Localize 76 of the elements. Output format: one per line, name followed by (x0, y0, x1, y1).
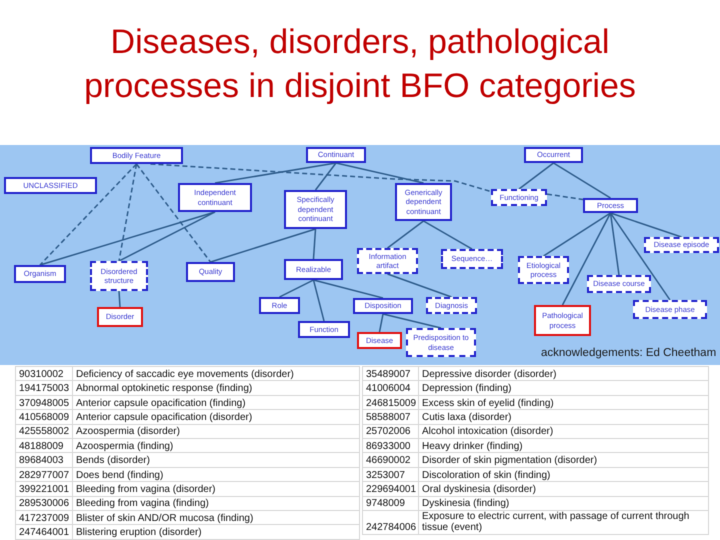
connector-line (313, 279, 384, 299)
table-cell: Cutis laxa (disorder) (418, 410, 708, 424)
connector-line (312, 280, 325, 322)
slide-title: Diseases, disorders, pathological processes in disjoint BFO categories (83, 22, 637, 107)
table-cell: Depression (finding) (418, 380, 708, 396)
connector-line (610, 212, 620, 276)
table-cell: 48188009 (16, 438, 72, 453)
connector-line (543, 212, 611, 257)
connector-line (387, 273, 452, 298)
table-cell: 58588007 (362, 410, 418, 424)
table-cell: Does bend (finding) (72, 467, 360, 482)
table-cell: 289530006 (16, 496, 72, 510)
dashed-connector-line (546, 193, 584, 200)
table-cell: Excess skin of eyelid (finding) (418, 395, 708, 410)
table-cell: Bleeding from vagina (disorder) (72, 482, 360, 496)
table-cell: Blistering eruption (disorder) (72, 524, 360, 540)
table-cell: 247464001 (16, 524, 72, 540)
table-cell: Blister of skin AND/OR mucosa (finding) (72, 510, 360, 525)
table-cell: 25702006 (362, 424, 418, 438)
table-cell: Deficiency of saccadic eye movements (disorder) (72, 366, 360, 381)
dashed-connector-line (136, 164, 212, 262)
table-cell: Exposure to electric current, with passage of current through tissue (event) (418, 510, 708, 534)
connector-line (118, 211, 216, 262)
connector-line (312, 228, 316, 260)
connector-line (214, 162, 336, 184)
table-cell: 417237009 (16, 510, 72, 525)
table-cell: Heavy drinker (finding) (418, 438, 708, 453)
connector-line (610, 212, 671, 300)
dashed-connector-line (150, 163, 492, 192)
table-cell: Bleeding from vagina (finding) (72, 496, 360, 510)
table-cell: Anterior capsule opacification (finding) (72, 395, 360, 410)
connector-line (378, 314, 384, 332)
table-cell: 9748009 (362, 496, 418, 510)
connector-line (518, 162, 554, 190)
table-cell: 242784006 (362, 510, 418, 534)
table-cell: 370948005 (16, 395, 72, 410)
table-cell: 41006004 (362, 380, 418, 396)
table-cell: Abnormal optokinetic response (finding) (72, 380, 360, 396)
table-cell: Oral dyskinesia (disorder) (418, 482, 708, 496)
table-cell: 90310002 (16, 366, 72, 381)
table-cell: 229694001 (362, 482, 418, 496)
connector-line (314, 162, 337, 190)
acknowledgement-text: acknowledgements: Ed Cheetham (541, 346, 716, 360)
table-cell: 410568009 (16, 410, 72, 424)
connector-line (610, 212, 682, 238)
connector-line (279, 279, 314, 298)
table-cell: 194175003 (16, 380, 72, 396)
table-cell: Depressive disorder (disorder) (418, 366, 708, 381)
table-cell: 246815009 (362, 395, 418, 410)
table-cell: 3253007 (362, 467, 418, 482)
table-cell: Azoospermia (finding) (72, 438, 360, 453)
table-cell: Disorder of skin pigmentation (disorder) (418, 452, 708, 468)
dashed-connector-line (39, 163, 138, 266)
connector-line (562, 212, 612, 306)
table-cell: 399221001 (16, 482, 72, 496)
table-cell: Azoospermia (disorder) (72, 424, 360, 438)
connector-line (336, 162, 424, 184)
table-cell: 86933000 (362, 438, 418, 453)
table-cell: 35489007 (362, 366, 418, 381)
connector-line (387, 220, 424, 249)
connector-line (423, 220, 472, 250)
connector-line (382, 313, 442, 329)
table-cell: Anterior capsule opacification (disorder) (72, 410, 360, 424)
table-cell: Discoloration of skin (finding) (418, 467, 708, 482)
table-cell: 89684003 (16, 452, 72, 468)
connector-line (553, 162, 611, 199)
table-cell: Bends (disorder) (72, 452, 360, 468)
table-cell: Alcohol intoxication (disorder) (418, 424, 708, 438)
table-cell: 282977007 (16, 467, 72, 482)
table-cell: 425558002 (16, 424, 72, 438)
connector-line (210, 228, 316, 263)
table-cell: 46690002 (362, 452, 418, 468)
table-cell: Dyskinesia (finding) (418, 496, 708, 510)
connector-line (40, 211, 216, 266)
connector-line (118, 290, 121, 308)
dashed-connector-line (118, 164, 138, 262)
